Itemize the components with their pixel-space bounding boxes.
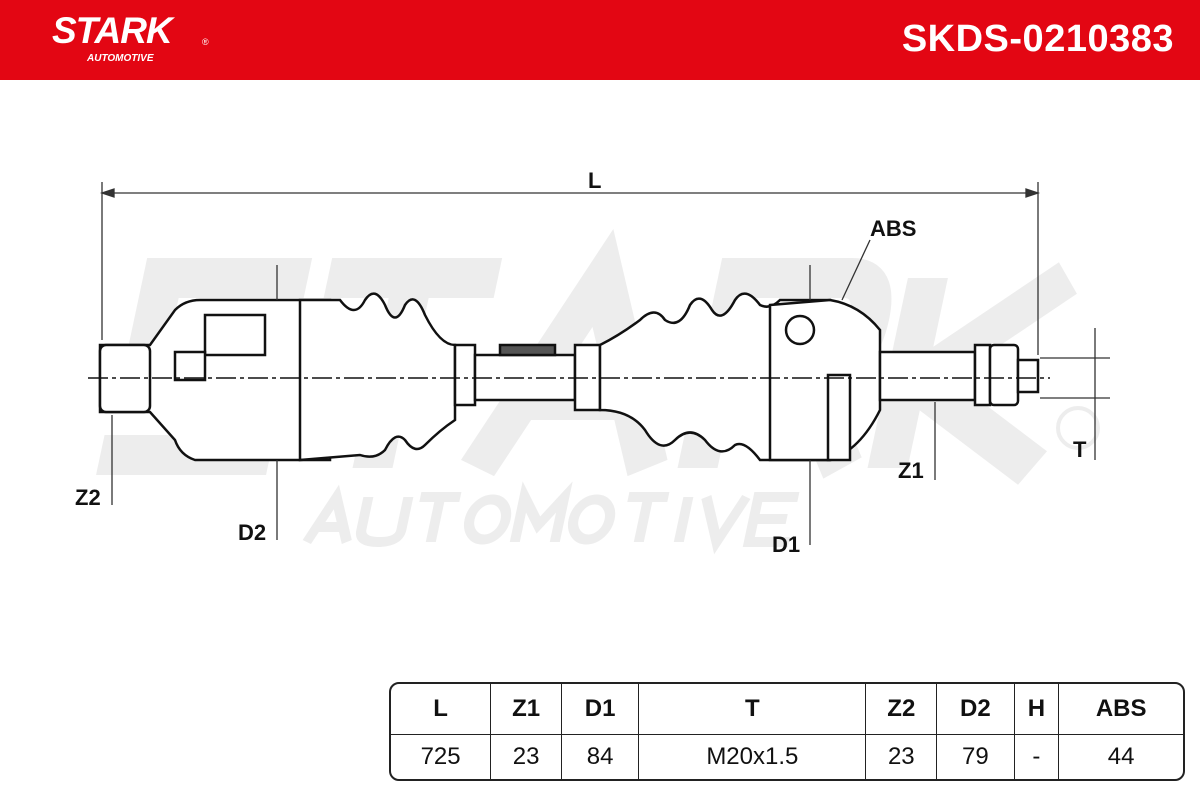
spec-header: ABS bbox=[1059, 684, 1183, 735]
spec-header-row: L Z1 D1 T Z2 D2 H ABS bbox=[391, 684, 1183, 735]
registered-mark: ® bbox=[202, 37, 209, 47]
label-ABS: ABS bbox=[870, 216, 916, 241]
spec-value: 79 bbox=[937, 735, 1015, 779]
brand-logo: STARK ® AUTOMOTIVE bbox=[52, 10, 209, 65]
spec-header: D1 bbox=[561, 684, 640, 735]
spec-value: - bbox=[1015, 735, 1060, 779]
spec-table: L Z1 D1 T Z2 D2 H ABS 725 23 84 M20x1.5 … bbox=[389, 682, 1185, 781]
label-Z2: Z2 bbox=[75, 485, 101, 510]
label-Z1: Z1 bbox=[898, 458, 924, 483]
spec-header: T bbox=[639, 684, 867, 735]
brand-sub: AUTOMOTIVE bbox=[87, 53, 154, 64]
dimension-lines bbox=[99, 182, 1110, 545]
spec-value: 44 bbox=[1107, 743, 1135, 770]
spec-value: M20x1.5 bbox=[639, 735, 867, 779]
spec-header: Z1 bbox=[491, 684, 562, 735]
header-bar: STARK ® AUTOMOTIVE SKDS-0210383 bbox=[0, 0, 1200, 80]
spec-value: 23 bbox=[491, 735, 562, 779]
drive-shaft-drawing: L ABS Z2 D2 D1 Z1 T bbox=[75, 168, 1110, 557]
watermark-registered-icon bbox=[1056, 406, 1100, 450]
spec-value: 84 bbox=[562, 735, 640, 779]
label-L: L bbox=[588, 168, 601, 193]
spec-header: H bbox=[1014, 684, 1060, 735]
label-T: T bbox=[1073, 437, 1087, 462]
spec-header: Z2 bbox=[866, 684, 938, 735]
part-number: SKDS-0210383 bbox=[901, 18, 1174, 60]
label-D1: D1 bbox=[772, 532, 800, 557]
spec-header: D2 bbox=[937, 684, 1015, 735]
spec-value: 23 bbox=[866, 735, 938, 779]
spec-value-row: 725 23 84 M20x1.5 23 79 - 44 bbox=[391, 735, 1183, 779]
spec-header: L bbox=[391, 684, 492, 735]
brand-name: STARK bbox=[52, 10, 173, 51]
spec-value: 725 bbox=[391, 735, 492, 779]
shaft-outline bbox=[98, 292, 1040, 462]
label-D2: D2 bbox=[238, 520, 266, 545]
